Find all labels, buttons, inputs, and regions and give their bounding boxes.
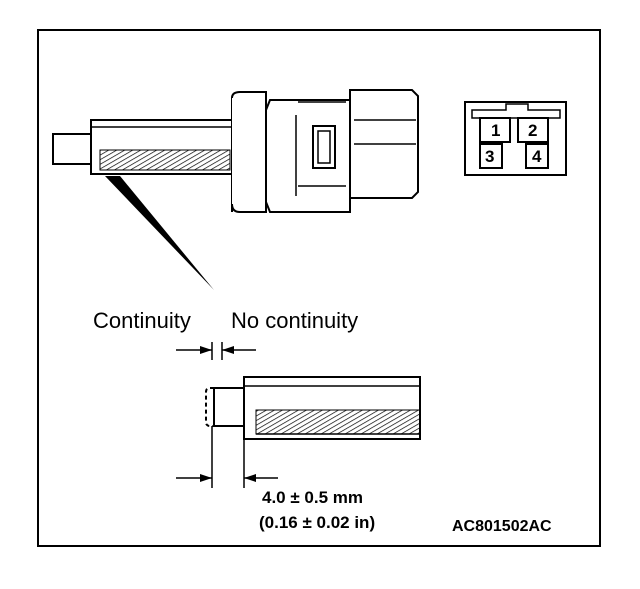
- switch-body: [265, 89, 419, 213]
- pin-3-cell: [479, 143, 503, 169]
- pin-2-cell: [517, 117, 549, 143]
- pin-label-2: 2: [528, 121, 537, 140]
- bottom-dimension-arrows: [176, 426, 278, 488]
- detail-callout-wedge: [105, 176, 214, 290]
- plunger-detail-view: [205, 376, 421, 440]
- plunger-detail-tip: [213, 387, 245, 427]
- no-continuity-label: No continuity: [231, 308, 358, 333]
- dimension-metric: 4.0 ± 0.5 mm: [262, 488, 363, 507]
- pin-label-4: 4: [532, 147, 542, 166]
- pin-1-cell: [479, 117, 511, 143]
- figure-frame: [37, 29, 601, 547]
- connector-pin-view: 1 2 3 4: [464, 101, 567, 176]
- switch-assembly: [52, 89, 419, 213]
- continuity-label: Continuity: [93, 308, 191, 333]
- thread-hatching: [99, 149, 231, 171]
- thread-detail-hatching: [255, 409, 421, 435]
- pin-4-cell: [525, 143, 549, 169]
- dimension-imperial: (0.16 ± 0.02 in): [259, 513, 375, 532]
- plunger-tip: [52, 133, 92, 165]
- pin-label-3: 3: [485, 147, 494, 166]
- pin-label-1: 1: [491, 121, 500, 140]
- top-dimension-arrows: [176, 342, 256, 360]
- figure-code: AC801502AC: [452, 518, 552, 535]
